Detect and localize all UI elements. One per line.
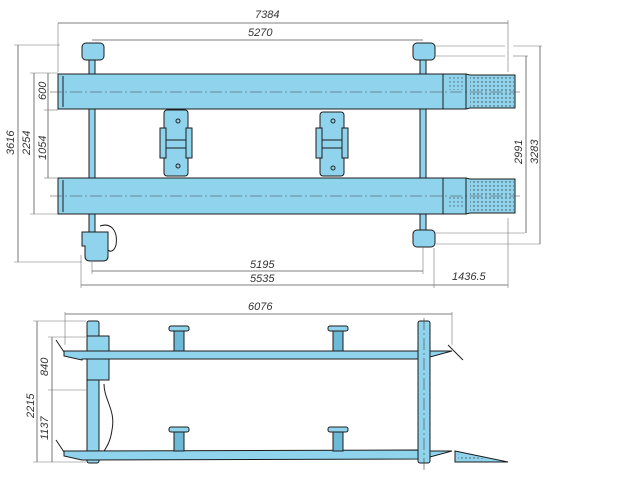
ramp-texture-upper [470, 76, 514, 107]
upper-beam [63, 350, 419, 361]
side-view: 6076 2215 840 1137 [25, 301, 509, 470]
dim-side-lower-height: 1137 [39, 415, 51, 440]
dim-inner-gap: 1054 [37, 136, 49, 160]
pump-unit [81, 231, 109, 262]
runway-upper [57, 73, 516, 110]
side-hose [99, 383, 114, 459]
dim-runway-outer-width: 2254 [21, 131, 33, 156]
panel-texture-lower [447, 195, 465, 209]
dim-side-upper-height: 840 [39, 357, 51, 376]
dim-ramp-length: 1436.5 [452, 271, 487, 283]
side-jack-lower-right [327, 426, 349, 452]
dim-side-overall-height: 2215 [25, 393, 37, 419]
hydraulic-hose [99, 224, 117, 252]
dim-side-overall-length: 6076 [248, 301, 273, 313]
dim-inner-length: 5195 [250, 259, 275, 271]
dim-length-with-pump: 5535 [250, 273, 275, 285]
jack-left [159, 109, 193, 177]
side-jack-lower-left [168, 426, 190, 452]
top-view: 7384 5270 5195 5535 1436.5 3616 2254 105… [5, 9, 542, 288]
side-jack-upper-left [168, 325, 190, 352]
side-jack-upper-right [327, 325, 349, 352]
post-bottom-right [412, 229, 436, 248]
dim-post-distance: 5270 [248, 27, 273, 39]
ramp-texture-lower [470, 181, 514, 212]
post-top-right [412, 42, 436, 61]
lower-beam [63, 449, 419, 461]
panel-texture-upper [447, 76, 465, 90]
dim-post-distance-width: 2991 [513, 140, 525, 165]
dim-overall-length: 7384 [255, 9, 279, 21]
dim-overall-post-width: 3283 [529, 139, 541, 164]
jack-right [315, 111, 349, 177]
dim-runway-width: 600 [37, 81, 49, 100]
post-top-left [81, 42, 105, 61]
dim-overall-width: 3616 [5, 130, 17, 155]
